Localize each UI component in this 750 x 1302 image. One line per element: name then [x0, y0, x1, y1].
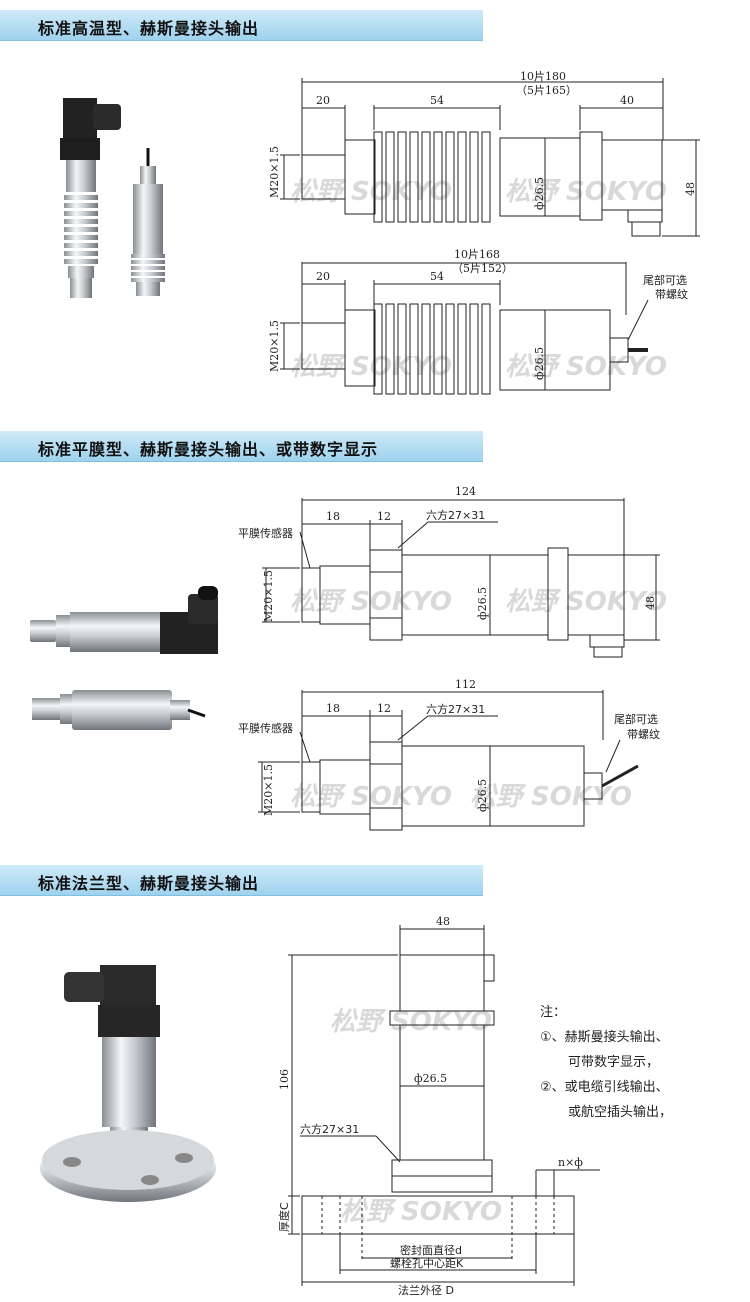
watermark: 松野 SOKYO	[290, 177, 452, 207]
dim-total-sub: （5片165）	[516, 84, 577, 97]
dim-total-sub: （5片152）	[452, 262, 513, 275]
watermark: 松野 SOKYO	[505, 177, 667, 207]
flange-outer-label: 法兰外径 D	[398, 1283, 454, 1297]
watermark: 松野 SOKYO	[330, 1007, 492, 1037]
section-title: 标准高温型、赫斯曼接头输出	[38, 19, 260, 38]
section-banner-high-temp: 标准高温型、赫斯曼接头输出	[0, 10, 483, 41]
watermark: 松野 SOKYO	[290, 352, 452, 382]
flat-membrane-sensor-photo	[30, 586, 218, 654]
dim-diameter: ф26.5	[533, 177, 546, 210]
note-line: ①、赫斯曼接头输出、	[540, 1030, 669, 1045]
dim-diameter: ф26.5	[533, 347, 546, 380]
dim-54: 54	[430, 270, 444, 283]
section-title: 标准法兰型、赫斯曼接头输出	[38, 874, 260, 893]
drawing-high-temp-cable: 10片168 （5片152） 20 54 M20×1.5 ф26.5 尾部可选 …	[268, 248, 688, 395]
dim-48: 48	[684, 182, 697, 196]
note-line: 或航空插头输出，	[568, 1105, 673, 1120]
dim-thread: M20×1.5	[268, 320, 281, 372]
section-banner-flat-membrane: 标准平膜型、赫斯曼接头输出、或带数字显示	[0, 431, 483, 462]
drawing-flat-membrane-connector: 124 18 12 六方27×31 平膜传感器 M20×1.5 ф26.5 48	[238, 485, 660, 658]
flat-sensor-label: 平膜传感器	[238, 722, 293, 735]
dim-18: 18	[326, 510, 340, 523]
watermark: 松野 SOKYO	[505, 352, 667, 382]
dim-thread: M20×1.5	[268, 146, 281, 198]
seal-diameter-label: 密封面直径d	[400, 1243, 462, 1257]
hex-label: 六方27×31	[300, 1122, 359, 1136]
flange-sensor-photo	[40, 965, 216, 1202]
tail-option-label: 尾部可选	[643, 273, 687, 287]
section-title: 标准平膜型、赫斯曼接头输出、或带数字显示	[38, 440, 379, 459]
thickness-label: 厚度C	[277, 1202, 291, 1232]
dim-20: 20	[316, 94, 330, 107]
dim-total: 124	[455, 485, 476, 498]
holes-label: n×ф	[558, 1156, 583, 1169]
dim-18: 18	[326, 702, 340, 715]
watermark: 松野 SOKYO	[470, 782, 632, 812]
dim-thread: M20×1.5	[262, 570, 275, 622]
watermark: 松野 SOKYO	[340, 1197, 502, 1227]
dim-12: 12	[377, 510, 391, 523]
drawing-flange: 48 106 ф26.5 六方27×31 n×ф 厚度C 密封面直径d 螺栓孔中…	[277, 915, 600, 1297]
dim-48: 48	[436, 915, 450, 928]
hex-label: 六方27×31	[426, 702, 485, 716]
dim-diameter: ф26.5	[414, 1072, 447, 1085]
note-line: 可带数字显示，	[568, 1055, 660, 1070]
note-line: ②、或电缆引线输出、	[540, 1080, 669, 1095]
notes-title: 注：	[540, 1005, 567, 1020]
watermark: 松野 SOKYO	[505, 587, 667, 617]
flat-membrane-cable-sensor-photo	[32, 690, 206, 730]
section-banner-flange: 标准法兰型、赫斯曼接头输出	[0, 865, 483, 896]
drawing-high-temp-connector: 10片180 （5片165） 20 54 40 M20×1.5 ф26.5 48	[268, 70, 700, 237]
watermark: 松野 SOKYO	[290, 587, 452, 617]
drawing-flat-membrane-cable: 112 18 12 六方27×31 平膜传感器 M20×1.5 ф26.5 尾部…	[238, 678, 660, 831]
dim-48: 48	[644, 596, 657, 610]
dim-total: 10片168	[454, 248, 500, 261]
dim-total: 112	[455, 678, 476, 691]
dim-20: 20	[316, 270, 330, 283]
dim-54: 54	[430, 94, 444, 107]
watermark: 松野 SOKYO	[290, 782, 452, 812]
notes-block: 注： ①、赫斯曼接头输出、 可带数字显示， ②、或电缆引线输出、 或航空插头输出…	[540, 1000, 672, 1125]
dim-12: 12	[377, 702, 391, 715]
tail-option-label: 尾部可选	[614, 712, 658, 726]
dim-diameter: ф26.5	[476, 779, 489, 812]
dim-40: 40	[620, 94, 634, 107]
dim-thread: M20×1.5	[262, 764, 275, 816]
dim-total: 10片180	[520, 70, 566, 83]
high-temp-sensor-photo	[60, 98, 165, 298]
dim-diameter: ф26.5	[476, 587, 489, 620]
tail-thread-label: 带螺纹	[627, 727, 660, 741]
hex-label: 六方27×31	[426, 508, 485, 522]
flat-sensor-label: 平膜传感器	[238, 527, 293, 540]
bolt-distance-label: 螺栓孔中心距K	[390, 1256, 464, 1270]
tail-thread-label: 带螺纹	[655, 287, 688, 301]
dim-106: 106	[278, 1069, 291, 1090]
